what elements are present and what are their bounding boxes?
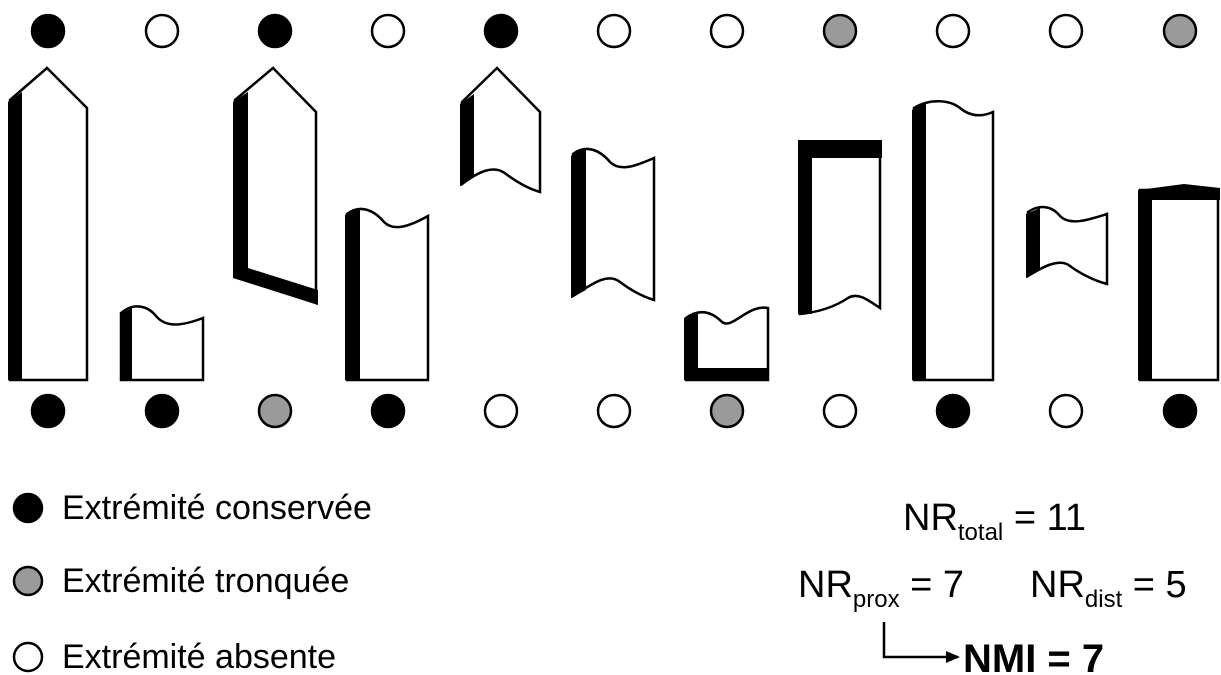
bottom-end-marker-5-absent-icon xyxy=(483,393,519,429)
bone-fragment-6 xyxy=(571,147,656,302)
bone-fragment-4 xyxy=(345,207,430,382)
nr-dist-prefix: NR xyxy=(1030,564,1085,606)
nr-prox-value: = 7 xyxy=(900,564,964,606)
bone-fragment-10 xyxy=(1026,205,1109,286)
legend-label-absent: Extrémité absente xyxy=(62,638,336,675)
legend-item-conserved: Extrémité conservée xyxy=(12,489,372,527)
nmi-result: NMI = 7 xyxy=(963,637,1104,675)
bottom-end-marker-10-absent-icon xyxy=(1048,393,1084,429)
bone-fragment-1 xyxy=(8,66,89,382)
bottom-end-marker-9-conserved-icon xyxy=(935,393,971,429)
truncated-end-icon xyxy=(12,565,44,597)
legend: Extrémité conservée Extrémité tronquée E… xyxy=(12,489,372,675)
bottom-end-marker-11-conserved-icon xyxy=(1162,393,1198,429)
legend-label-conserved: Extrémité conservée xyxy=(62,489,372,527)
legend-item-absent: Extrémité absente xyxy=(12,638,336,675)
nr-total-subscript: total xyxy=(958,519,1003,546)
top-end-marker-9-absent-icon xyxy=(935,13,971,49)
bone-fragment-3 xyxy=(233,66,318,305)
top-end-marker-5-conserved-icon xyxy=(483,13,519,49)
bone-fragment-7 xyxy=(684,306,770,382)
top-end-marker-2-absent-icon xyxy=(144,13,180,49)
bottom-end-marker-4-conserved-icon xyxy=(370,393,406,429)
nr-total-prefix: NR xyxy=(903,497,958,539)
absent-end-icon xyxy=(12,641,44,673)
nmi-arrow xyxy=(882,622,960,663)
nr-dist-subscript: dist xyxy=(1085,586,1123,613)
bottom-end-marker-7-truncated-icon xyxy=(709,393,745,429)
top-end-marker-10-absent-icon xyxy=(1048,13,1084,49)
legend-item-truncated: Extrémité tronquée xyxy=(12,562,349,600)
nr-prox-prefix: NR xyxy=(798,564,853,606)
top-end-marker-3-conserved-icon xyxy=(257,13,293,49)
top-end-marker-1-conserved-icon xyxy=(30,13,66,49)
nr-dist-formula: NRdist = 5 xyxy=(1030,564,1187,613)
bone-fragment-11 xyxy=(1138,184,1220,382)
nr-prox-subscript: prox xyxy=(853,586,900,613)
nr-dist-value: = 5 xyxy=(1122,564,1186,606)
bone-fragment-2 xyxy=(119,305,205,382)
top-end-marker-8-truncated-icon xyxy=(822,13,858,49)
bottom-end-marker-3-truncated-icon xyxy=(257,393,293,429)
bottom-end-marker-8-absent-icon xyxy=(822,393,858,429)
bone-fragment-9 xyxy=(912,100,995,382)
bottom-end-marker-1-conserved-icon xyxy=(30,393,66,429)
top-end-marker-11-truncated-icon xyxy=(1162,13,1198,49)
top-end-marker-6-absent-icon xyxy=(596,13,632,49)
bottom-end-markers xyxy=(30,393,1198,429)
top-end-marker-7-absent-icon xyxy=(709,13,745,49)
conserved-end-icon xyxy=(12,492,44,524)
top-end-marker-4-absent-icon xyxy=(370,13,406,49)
nr-prox-formula: NRprox = 7 xyxy=(798,564,964,613)
bone-fragment-8 xyxy=(798,140,882,316)
formulas: NRtotal = 11 NRprox = 7 NRdist = 5 NMI =… xyxy=(798,497,1187,675)
bottom-end-marker-6-absent-icon xyxy=(596,393,632,429)
bone-fragment-5 xyxy=(460,66,542,194)
nr-total-formula: NRtotal = 11 xyxy=(903,497,1086,546)
bottom-end-marker-2-conserved-icon xyxy=(144,393,180,429)
top-end-markers xyxy=(30,13,1198,49)
legend-label-truncated: Extrémité tronquée xyxy=(62,562,349,600)
nr-total-value: = 11 xyxy=(1003,497,1086,539)
